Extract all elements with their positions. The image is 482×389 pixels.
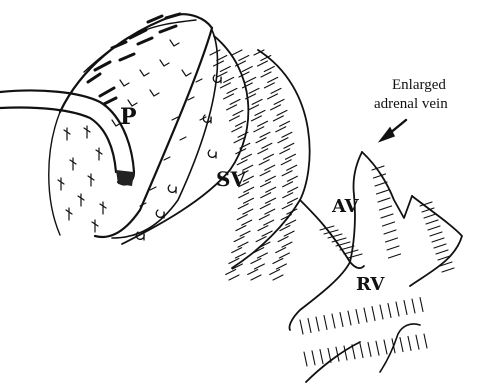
label-pancreas: P	[120, 104, 137, 130]
label-renal-vein: RV	[356, 274, 385, 295]
label-splenic-vein: SV	[216, 167, 246, 191]
annotation-line-2: adrenal vein	[374, 96, 448, 112]
annotation-line-1: Enlarged	[392, 77, 446, 93]
label-adrenal-vein: AV	[331, 196, 360, 217]
arrow-icon	[380, 120, 406, 141]
splenic-vein	[210, 50, 310, 280]
vessel-hatching	[300, 166, 454, 366]
pancreas-hatching	[88, 14, 180, 104]
adrenal-vein	[350, 152, 462, 286]
